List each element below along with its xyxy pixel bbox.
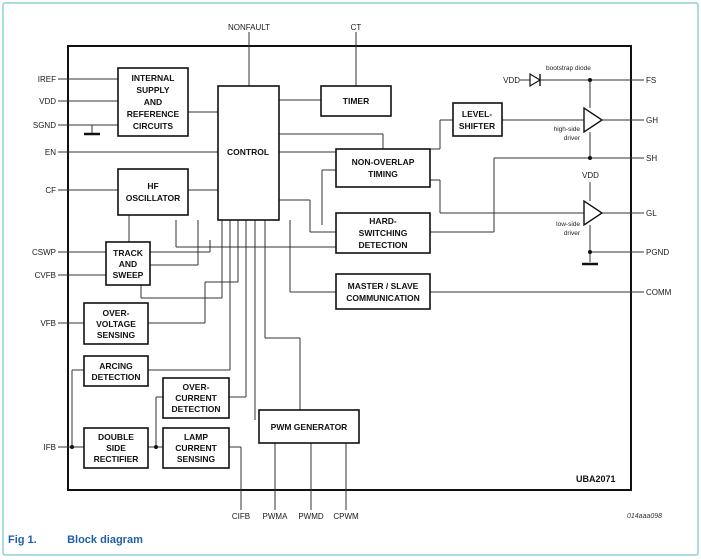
block-over-current-detection: OVER- CURRENT DETECTION — [162, 377, 230, 419]
bootstrap-diode-icon — [529, 72, 542, 88]
svg-text:DETECTION: DETECTION — [358, 240, 407, 250]
svg-text:SENSING: SENSING — [97, 330, 136, 340]
svg-text:TRACK: TRACK — [113, 248, 144, 258]
bottom-pin-labels: CIFB PWMA PWMD CPWM — [232, 512, 359, 521]
pin-gl: GL — [646, 209, 657, 218]
block-non-overlap-timing: NON-OVERLAP TIMING — [335, 148, 431, 188]
pin-pwmd: PWMD — [298, 512, 324, 521]
svg-text:TIMING: TIMING — [368, 169, 398, 179]
pin-sgnd: SGND — [33, 121, 56, 130]
svg-text:PWM GENERATOR: PWM GENERATOR — [271, 422, 348, 432]
pin-cswp: CSWP — [32, 248, 56, 257]
svg-text:CURRENT: CURRENT — [175, 393, 217, 403]
block-track-and-sweep: TRACK AND SWEEP — [105, 241, 151, 286]
svg-text:HARD-: HARD- — [369, 216, 397, 226]
svg-text:low-side: low-side — [556, 221, 580, 228]
block-control: CONTROL — [217, 85, 280, 221]
svg-text:SUPPLY: SUPPLY — [136, 85, 170, 95]
svg-text:NON-OVERLAP: NON-OVERLAP — [352, 157, 415, 167]
block-over-voltage-sensing: OVER- VOLTAGE SENSING — [83, 302, 149, 345]
svg-text:CONTROL: CONTROL — [227, 147, 269, 157]
pin-cf: CF — [45, 186, 56, 195]
svg-text:CIRCUITS: CIRCUITS — [133, 121, 173, 131]
svg-text:ARCING: ARCING — [99, 361, 133, 371]
block-level-shifter: LEVEL- SHIFTER — [452, 102, 503, 137]
pin-iref: IREF — [38, 75, 56, 84]
svg-text:driver: driver — [564, 135, 581, 142]
low-side-driver: low-side driver — [556, 199, 604, 237]
pin-pgnd: PGND — [646, 248, 669, 257]
chip-name: UBA2071 — [576, 474, 616, 484]
block-timer: TIMER — [320, 85, 392, 117]
figure-code: 014aaa098 — [627, 513, 662, 520]
block-hf-oscillator: HF OSCILLATOR — [117, 168, 189, 216]
svg-text:HF: HF — [147, 181, 158, 191]
svg-text:SWEEP: SWEEP — [113, 270, 144, 280]
pin-pwma: PWMA — [263, 512, 289, 521]
svg-text:driver: driver — [564, 230, 581, 237]
figure-title: Block diagram — [67, 534, 143, 546]
pin-ifb: IFB — [44, 443, 56, 452]
pin-comm: COMM — [646, 288, 672, 297]
left-pin-labels: IREF VDD SGND EN CF CSWP CVFB VFB IFB — [32, 75, 56, 452]
pin-ct: CT — [351, 23, 362, 32]
vdd-diode-label: VDD — [503, 76, 520, 85]
svg-text:AND: AND — [144, 97, 162, 107]
svg-text:SENSING: SENSING — [177, 454, 216, 464]
pin-cvfb: CVFB — [35, 271, 56, 280]
block-pwm-generator: PWM GENERATOR — [258, 409, 360, 444]
block-master-slave: MASTER / SLAVE COMMUNICATION — [335, 273, 431, 310]
block-hard-switching-detection: HARD- SWITCHING DETECTION — [335, 212, 431, 254]
block-lamp-current-sensing: LAMP CURRENT SENSING — [162, 427, 230, 469]
pin-cifb: CIFB — [232, 512, 250, 521]
svg-text:OVER-: OVER- — [183, 382, 210, 392]
svg-text:SHIFTER: SHIFTER — [459, 121, 495, 131]
svg-text:DETECTION: DETECTION — [91, 372, 140, 382]
svg-text:LEVEL-: LEVEL- — [462, 109, 492, 119]
svg-text:AND: AND — [119, 259, 137, 269]
pin-fs: FS — [646, 76, 656, 85]
bootstrap-diode-label: bootstrap diode — [546, 65, 591, 72]
figure-caption: Fig 1. Block diagram — [8, 534, 143, 546]
svg-text:LAMP: LAMP — [184, 432, 208, 442]
block-arcing-detection: ARCING DETECTION — [83, 355, 149, 387]
pin-sh: SH — [646, 154, 657, 163]
svg-text:INTERNAL: INTERNAL — [132, 73, 175, 83]
svg-text:DOUBLE: DOUBLE — [98, 432, 134, 442]
svg-text:COMMUNICATION: COMMUNICATION — [346, 293, 420, 303]
block-double-side-rectifier: DOUBLE SIDE RECTIFIER — [83, 427, 149, 469]
pin-gh: GH — [646, 116, 658, 125]
figure-number: Fig 1. — [8, 534, 37, 546]
wires — [58, 32, 644, 510]
pin-vdd: VDD — [39, 97, 56, 106]
top-pin-labels: NONFAULT CT — [228, 23, 361, 32]
pin-en: EN — [45, 148, 56, 157]
svg-text:high-side: high-side — [554, 126, 581, 133]
svg-text:CURRENT: CURRENT — [175, 443, 217, 453]
svg-text:OVER-: OVER- — [103, 308, 130, 318]
pin-vfb: VFB — [40, 319, 56, 328]
right-pin-labels: FS GH SH GL PGND COMM — [646, 76, 672, 297]
vdd-driver-label: VDD — [582, 171, 599, 180]
svg-text:TIMER: TIMER — [343, 96, 369, 106]
junctions — [70, 78, 592, 449]
svg-text:RECTIFIER: RECTIFIER — [94, 454, 139, 464]
svg-text:OSCILLATOR: OSCILLATOR — [126, 193, 180, 203]
block-internal-supply: INTERNAL SUPPLY AND REFERENCE CIRCUITS — [117, 67, 189, 137]
svg-text:SIDE: SIDE — [106, 443, 126, 453]
svg-text:VOLTAGE: VOLTAGE — [96, 319, 136, 329]
svg-text:SWITCHING: SWITCHING — [359, 228, 408, 238]
svg-text:MASTER / SLAVE: MASTER / SLAVE — [348, 281, 419, 291]
svg-text:DETECTION: DETECTION — [171, 404, 220, 414]
svg-text:REFERENCE: REFERENCE — [127, 109, 180, 119]
pin-nonfault: NONFAULT — [228, 23, 270, 32]
high-side-driver: high-side driver — [554, 106, 604, 142]
block-diagram: INTERNAL SUPPLY AND REFERENCE CIRCUITS C… — [32, 23, 672, 521]
pin-cpwm: CPWM — [333, 512, 359, 521]
